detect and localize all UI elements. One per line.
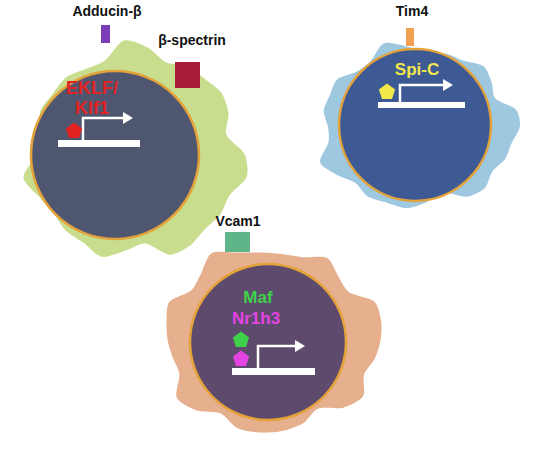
cell-nucleus: MafNr1h3 <box>188 262 348 422</box>
arrow-head <box>295 340 305 352</box>
cell-body <box>23 40 247 257</box>
cell-body <box>320 43 520 208</box>
nucleus-body <box>190 264 346 420</box>
transcription-factor-symbol <box>379 84 395 99</box>
surface-marker <box>175 62 200 88</box>
transcription-arrow <box>83 118 125 140</box>
transcription-arrow <box>400 85 445 102</box>
macrophage-cell: Vcam1MafNr1h3 <box>150 238 392 442</box>
surface-marker-label: β-spectrin <box>132 33 252 48</box>
surface-marker-label: Adducin-β <box>57 4 157 19</box>
transcription-factor-label: Spi-C <box>382 61 452 80</box>
transcription-factor-symbol <box>66 123 82 138</box>
arrow-head <box>123 112 133 124</box>
surface-marker <box>101 25 110 43</box>
macrophage-cell: Adducin-ββ-spectrinEKLF/ Klf1 <box>18 38 254 270</box>
surface-marker-label: Vcam1 <box>210 214 266 229</box>
transcription-factor-label: EKLF/ Klf1 <box>52 79 132 119</box>
cell-nucleus: Spi-C <box>337 47 493 203</box>
transcription-factor-label: Maf <box>236 289 280 308</box>
transcription-factor-label: Nr1h3 <box>224 310 288 329</box>
transcription-arrow <box>258 346 297 368</box>
transcription-factor-symbol <box>233 332 249 347</box>
macrophage-cell: Tim4Spi-C <box>308 38 526 216</box>
arrow-head <box>443 79 453 91</box>
transcription-factor-symbol <box>233 351 249 366</box>
nucleus-outline <box>188 262 348 422</box>
surface-marker-label: Tim4 <box>384 4 440 19</box>
surface-marker <box>225 232 250 252</box>
gene-bar <box>232 368 315 375</box>
cell-nucleus: EKLF/ Klf1 <box>29 69 201 241</box>
surface-marker <box>406 28 414 46</box>
nucleus-body <box>31 71 199 239</box>
gene-bar <box>378 102 465 108</box>
nucleus-body <box>339 49 491 201</box>
cell-body <box>166 252 381 433</box>
gene-bar <box>58 140 140 147</box>
